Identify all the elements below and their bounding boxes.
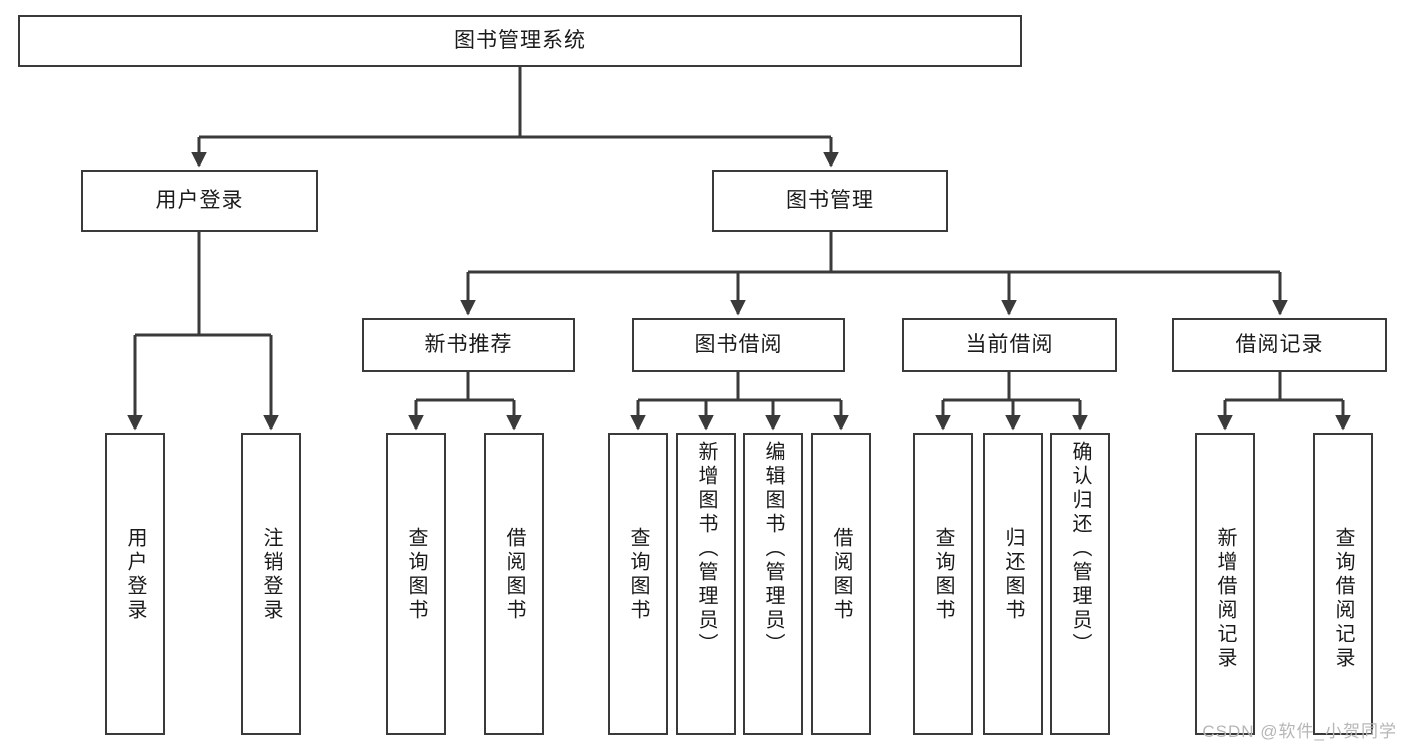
node-借阅记录[interactable]: 借阅记录 [1172, 318, 1387, 372]
leaf-node-label: 确认归还（管理员） [1069, 441, 1091, 657]
node-label: 当前借阅 [965, 333, 1054, 357]
leaf-node-label: 用户登录 [124, 527, 146, 623]
leaf-node-用户登录[interactable]: 用户登录 [105, 433, 165, 735]
leaf-node-查询借阅记录[interactable]: 查询借阅记录 [1313, 433, 1373, 735]
leaf-node-借阅图书[interactable]: 借阅图书 [484, 433, 544, 735]
node-当前借阅[interactable]: 当前借阅 [902, 318, 1117, 372]
node-root[interactable]: 图书管理系统 [18, 15, 1022, 67]
leaf-node-查询图书[interactable]: 查询图书 [608, 433, 668, 735]
leaf-node-label: 查询图书 [405, 527, 427, 623]
leaf-node-label: 编辑图书（管理员） [762, 441, 784, 657]
leaf-node-注销登录[interactable]: 注销登录 [241, 433, 301, 735]
leaf-node-label: 查询图书 [932, 527, 954, 623]
node-用户登录[interactable]: 用户登录 [81, 170, 318, 232]
leaf-node-归还图书[interactable]: 归还图书 [983, 433, 1043, 735]
node-label: 图书管理 [786, 189, 874, 213]
node-label: 新书推荐 [424, 333, 513, 357]
leaf-node-label: 注销登录 [260, 527, 282, 623]
node-图书借阅[interactable]: 图书借阅 [632, 318, 845, 372]
leaf-node-label: 借阅图书 [503, 527, 525, 623]
leaf-node-确认归还管理员[interactable]: 确认归还（管理员） [1050, 433, 1110, 735]
leaf-node-新增图书管理员[interactable]: 新增图书（管理员） [676, 433, 736, 735]
leaf-node-label: 查询图书 [627, 527, 649, 623]
node-新书推荐[interactable]: 新书推荐 [362, 318, 575, 372]
node-label: 用户登录 [155, 189, 244, 213]
leaf-node-label: 新增图书（管理员） [695, 441, 717, 657]
leaf-node-label: 借阅图书 [830, 527, 852, 623]
leaf-node-label: 归还图书 [1002, 527, 1024, 623]
leaf-node-借阅图书[interactable]: 借阅图书 [811, 433, 871, 735]
leaf-node-查询图书[interactable]: 查询图书 [913, 433, 973, 735]
leaf-node-编辑图书管理员[interactable]: 编辑图书（管理员） [743, 433, 803, 735]
leaf-node-查询图书[interactable]: 查询图书 [386, 433, 446, 735]
leaf-node-label: 查询借阅记录 [1332, 527, 1354, 671]
node-label: 图书借阅 [694, 333, 783, 357]
node-图书管理[interactable]: 图书管理 [712, 170, 948, 232]
leaf-node-label: 新增借阅记录 [1214, 527, 1236, 671]
leaf-node-新增借阅记录[interactable]: 新增借阅记录 [1195, 433, 1255, 735]
node-label: 借阅记录 [1235, 333, 1324, 357]
node-root-label: 图书管理系统 [454, 29, 586, 53]
